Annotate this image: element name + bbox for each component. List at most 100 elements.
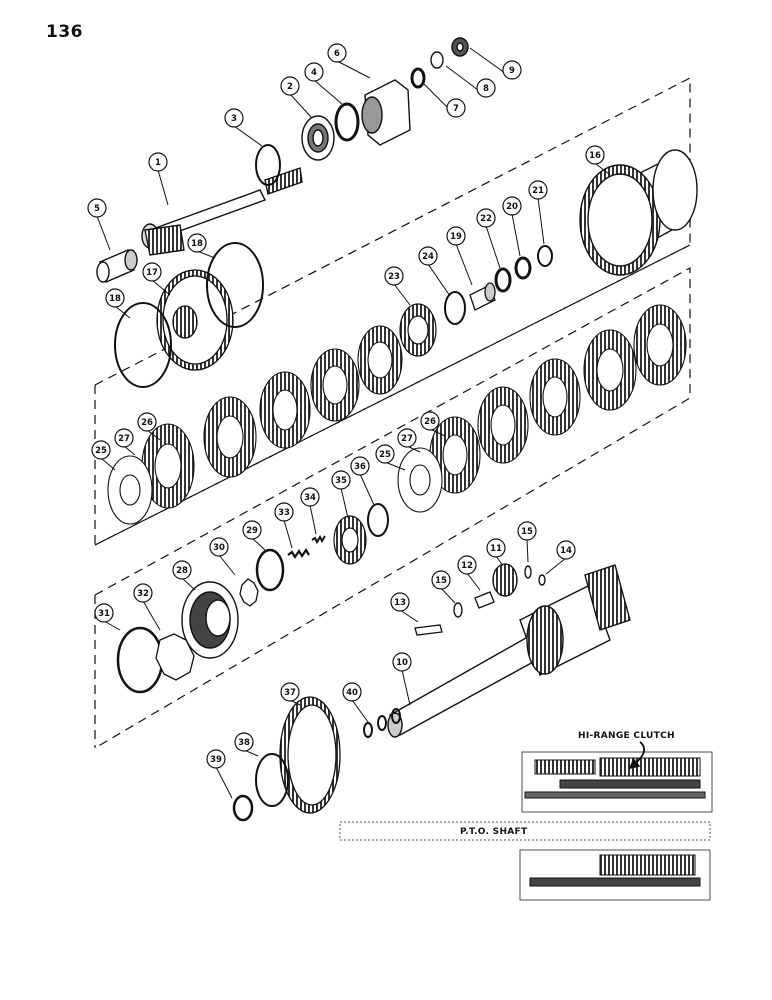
washer-21 [537,245,553,267]
callout-number: 2 [287,82,293,92]
gear-37 [279,696,341,814]
callout-21: 21 [528,180,548,245]
callout-bubble [280,76,300,96]
callout-leader [545,557,567,575]
callout-bubble [300,487,320,507]
callout-leader [351,699,369,723]
callout-leader [196,250,216,259]
callout-10: 10 [392,652,412,706]
callout-number: 13 [394,598,406,608]
callout-leader [283,519,293,549]
ring-22 [494,267,512,293]
callout-leader [340,487,349,519]
washer-39 [232,794,254,822]
callout-leader [114,305,131,319]
callout-bubble [446,98,466,118]
callout-number: 3 [231,114,237,124]
callout-12: 12 [457,555,481,591]
callout-bubble [87,198,107,218]
callout-bubble [331,470,351,490]
callout-bubble [224,108,244,128]
page-number: 136 [46,22,83,42]
callout-bubble [187,233,207,253]
spring-34 [311,534,326,545]
callout-bubble [209,537,229,557]
callout-number: 26 [141,418,153,428]
callout-36: 36 [350,456,375,506]
roller-11 [492,563,518,597]
callout-bubble [397,428,417,448]
callout-number: 18 [109,294,121,304]
callout-bubble [304,62,324,82]
washer-15a [453,602,463,618]
callout-bubble [206,749,226,769]
callout-number: 5 [94,204,100,214]
callout-39: 39 [206,749,233,799]
washers-40 [363,708,401,738]
callout-leader [455,243,473,286]
callout-15b: 15 [517,521,537,563]
callout-leader [401,669,411,706]
callout-30: 30 [209,537,236,576]
callout-number: 35 [335,476,347,486]
seal-30 [239,578,259,607]
callout-bubble [172,560,192,580]
roller-12 [474,591,495,609]
washer-8 [430,51,444,69]
callout-number: 32 [137,589,149,599]
callout-number: 31 [98,609,110,619]
callout-number: 39 [210,755,222,765]
callout-number: 34 [304,493,316,503]
callout-number: 9 [509,66,515,76]
callout-4: 4 [304,62,343,105]
callout-5: 5 [87,198,111,251]
callout-number: 7 [453,104,459,114]
callout-leader [399,609,419,623]
inset-pto-label: P.T.O. SHAFT [460,827,528,837]
callout-3: 3 [224,108,263,147]
callout-number: 33 [278,508,290,518]
clutch-discs-middle [107,304,687,525]
callout-bubble [585,145,605,165]
bushing-19 [469,282,496,311]
callout-bubble [94,603,114,623]
callout-number: 11 [490,544,502,554]
callout-35: 35 [331,470,351,519]
callout-bubble [528,180,548,200]
callout-22: 22 [476,208,501,269]
callout-number: 4 [311,68,317,78]
callout-2: 2 [280,76,313,119]
callout-leader [466,572,481,591]
washer-15b [524,565,532,579]
callout-bubble [114,428,134,448]
callout-number: 21 [532,186,544,196]
callout-leader [251,537,266,551]
callout-bubble [133,583,153,603]
snap-ring-18a [206,242,264,328]
callout-leader [151,279,171,296]
callout-bubble [418,246,438,266]
callout-number: 17 [146,268,158,278]
callout-number: 25 [379,450,391,460]
callout-25a: 25 [91,440,116,471]
callout-8: 8 [445,65,496,98]
callout-number: 36 [354,462,366,472]
callout-layer: 1234567891011121314151516171818192021222… [87,43,611,799]
callout-bubble [234,732,254,752]
callout-bubble [446,226,466,246]
bushing-5 [96,249,138,283]
callout-bubble [375,444,395,464]
snap-ring-3 [255,144,281,186]
callout-26b: 26 [420,411,446,437]
callout-number: 15 [521,527,533,537]
callout-bubble [502,60,522,80]
callout-number: 10 [396,658,408,668]
callout-26a: 26 [137,412,161,441]
callout-20: 20 [502,196,522,257]
pto-shaft-10 [387,564,631,738]
callout-23: 23 [384,266,411,306]
inset-hi-range-label: HI-RANGE CLUTCH [578,731,675,741]
seal-ring-31 [116,626,164,694]
callout-leader [215,766,233,799]
